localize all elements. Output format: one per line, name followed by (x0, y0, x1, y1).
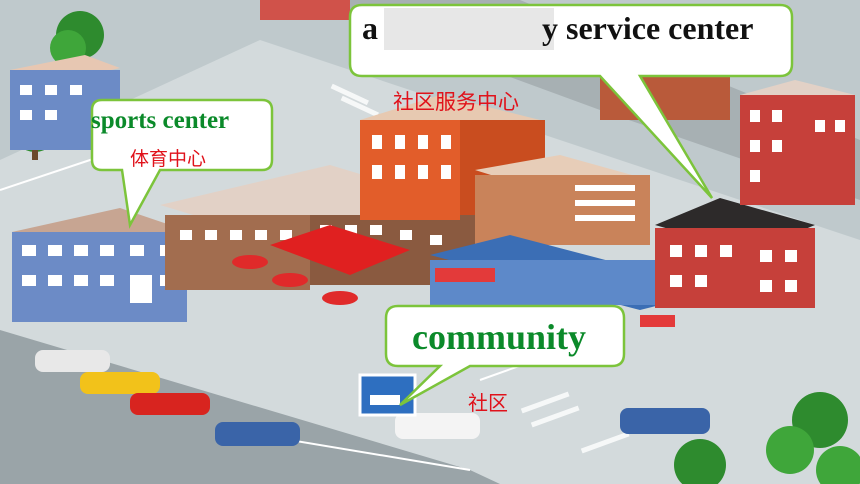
sports-center-cn-label: 体育中心 (130, 148, 207, 170)
car-icon (35, 350, 710, 446)
cafe-umbrella-icon (232, 255, 358, 305)
service-center-bubble (348, 3, 794, 199)
sports-center-building (12, 208, 187, 322)
road-sign-icon (358, 373, 417, 417)
community-cn-label: 社区 (468, 391, 508, 415)
community-bubble (384, 304, 626, 407)
service-center-label: y service center (542, 10, 754, 46)
service-center-cn-label: 社区服务中心 (393, 90, 519, 114)
community-label: community (412, 317, 586, 357)
service-center-prefix: a (362, 10, 378, 46)
sports-center-bubble (90, 98, 274, 229)
brown-building (160, 165, 480, 290)
tan-building (475, 155, 650, 245)
sports-center-label: sports center (91, 107, 230, 134)
